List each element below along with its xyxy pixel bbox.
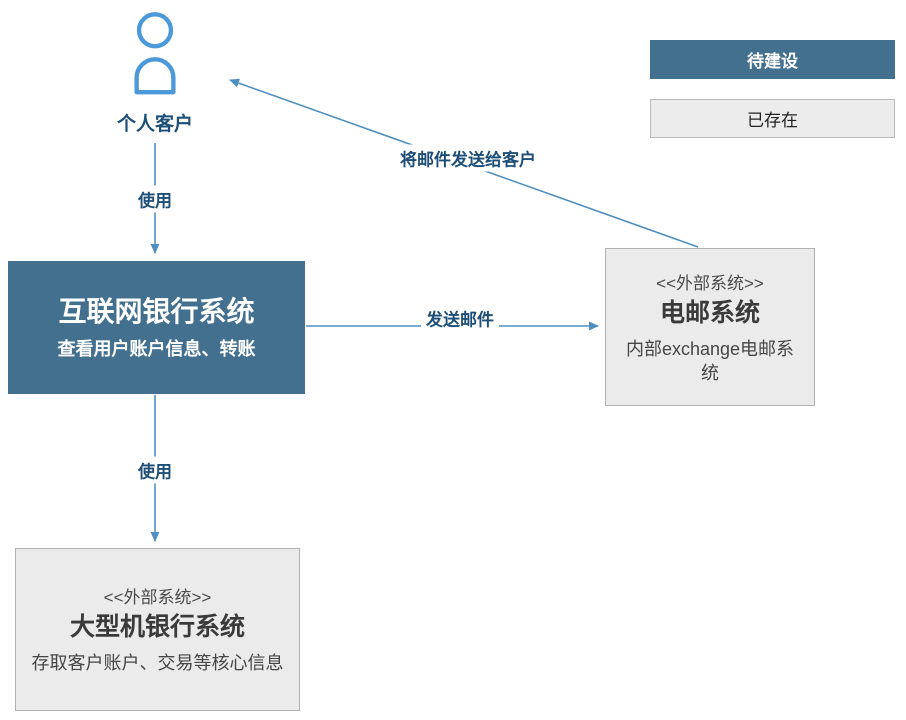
legend: 待建设 已存在 bbox=[650, 40, 895, 138]
edge-label-customer-uses-banking: 使用 bbox=[133, 185, 177, 213]
node-internet-banking: 互联网银行系统 查看用户账户信息、转账 bbox=[8, 261, 305, 394]
legend-existing: 已存在 bbox=[650, 99, 895, 138]
node-internet-banking-subtitle: 查看用户账户信息、转账 bbox=[57, 338, 256, 359]
node-email-system-title: 电邮系统 bbox=[659, 298, 760, 327]
person-icon bbox=[134, 12, 176, 95]
node-mainframe-banking-stereotype: <<外部系统>> bbox=[103, 588, 212, 608]
node-mainframe-banking-title: 大型机银行系统 bbox=[69, 613, 245, 642]
node-internet-banking-title: 互联网银行系统 bbox=[58, 295, 255, 327]
edge-label-banking-uses-mainframe: 使用 bbox=[133, 456, 177, 484]
actor-label: 个人客户 bbox=[116, 114, 193, 135]
node-mainframe-banking: <<外部系统>> 大型机银行系统 存取客户账户、交易等核心信息 bbox=[15, 548, 300, 711]
node-email-system-subtitle: 内部exchange电邮系统 bbox=[625, 338, 795, 384]
node-mainframe-banking-subtitle: 存取客户账户、交易等核心信息 bbox=[31, 653, 284, 674]
node-email-system-stereotype: <<外部系统>> bbox=[656, 273, 764, 293]
actor-personal-customer: 个人客户 bbox=[103, 10, 207, 136]
edge-label-send-email: 发送邮件 bbox=[421, 304, 499, 332]
legend-to-build: 待建设 bbox=[650, 40, 895, 79]
node-email-system: <<外部系统>> 电邮系统 内部exchange电邮系统 bbox=[605, 248, 815, 406]
edge-label-email-to-customer: 将邮件发送给客户 bbox=[395, 144, 541, 172]
